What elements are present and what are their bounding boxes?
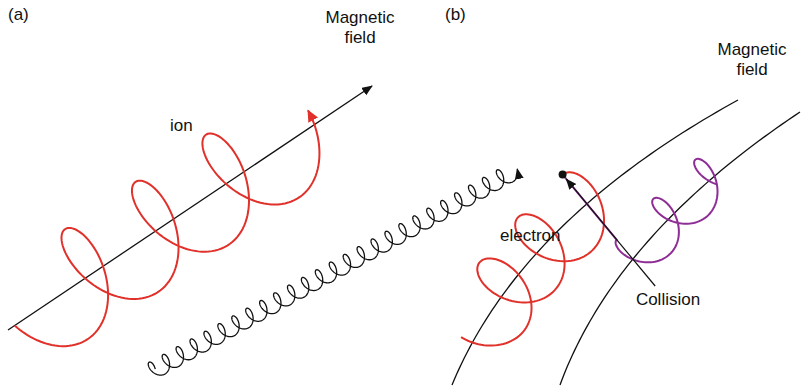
field-line: [8, 86, 372, 330]
collision-dot: [559, 171, 567, 179]
particle-label: electron: [500, 226, 560, 246]
panel-label: (a): [8, 5, 29, 25]
leader-line: [566, 179, 655, 286]
field-label: Magnetic field: [320, 8, 400, 48]
field-line: [560, 112, 800, 385]
field-label: Magnetic field: [712, 40, 792, 80]
field-line: [452, 100, 738, 385]
particle-label: ion: [170, 116, 193, 136]
ion-gyration: [15, 110, 320, 346]
electron-gyration: [148, 169, 517, 375]
panel-label: (b): [445, 5, 466, 25]
collision-label: Collision: [636, 290, 700, 310]
ion-after-collision: [563, 159, 718, 262]
